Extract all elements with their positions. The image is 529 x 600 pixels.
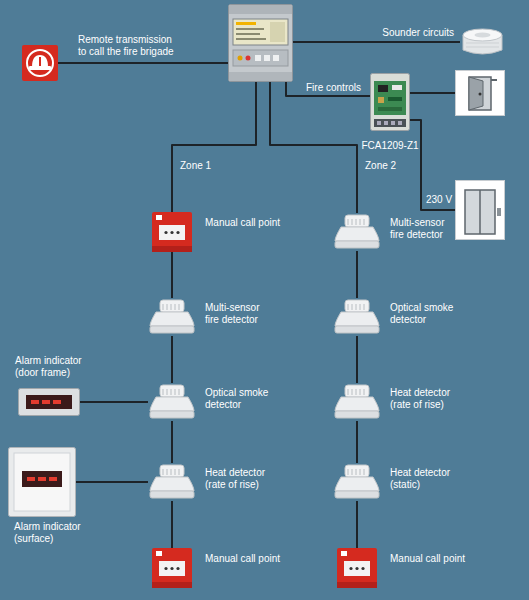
wire-label: Zone 2	[365, 160, 396, 172]
detector-node: Optical smoke detector	[333, 298, 381, 336]
wire-connector	[172, 82, 256, 212]
alarm-indicator-icon	[8, 447, 76, 517]
device-label: Multi-sensor fire detector	[390, 217, 458, 241]
control-panel	[228, 4, 293, 82]
wire-connector	[171, 421, 173, 463]
detector-icon	[148, 463, 196, 501]
detector-node: Optical smoke detector	[148, 383, 196, 421]
device-label: Optical smoke detector	[205, 387, 273, 411]
wire-label: Fire controls	[306, 82, 361, 94]
wire-connector	[270, 82, 357, 213]
sounder-node: Sounder circuits	[460, 25, 505, 59]
device-label: Remote transmission to call the fire bri…	[78, 34, 180, 58]
wire-connector	[76, 481, 148, 483]
detector-node: Multi-sensor fire detector	[333, 213, 381, 251]
detector-node: Heat detector (rate of rise)	[333, 383, 381, 421]
wire-connector	[171, 501, 173, 548]
device-label: Manual call point	[205, 217, 280, 229]
detector-icon	[333, 383, 381, 421]
device-label: Alarm indicator (door frame)	[15, 355, 97, 379]
device-label: Manual call point	[390, 553, 465, 565]
wire-label: 230 V	[426, 194, 452, 206]
alarm-indicator: Alarm indicator (door frame)	[18, 388, 80, 416]
detector-icon	[148, 383, 196, 421]
device-label: Heat detector (rate of rise)	[390, 387, 458, 411]
manual-call-point-icon	[337, 548, 377, 588]
sounder-icon	[460, 25, 505, 59]
device-label: Multi-sensor fire detector	[205, 302, 273, 326]
detector-icon	[333, 463, 381, 501]
device-label: FCA1209-Z1	[361, 140, 418, 152]
wire-connector	[356, 421, 358, 463]
wire-connector	[293, 41, 460, 43]
alarm-indicator-icon	[18, 388, 80, 416]
alarm-indicator: Alarm indicator (surface)	[8, 447, 76, 517]
wire-connector	[286, 82, 370, 96]
wire-connector	[356, 251, 358, 298]
wire-connector	[171, 336, 173, 383]
control-module-icon	[370, 73, 410, 131]
detector-node: Heat detector (rate of rise)	[148, 463, 196, 501]
manual-call-point: Manual call point	[152, 548, 192, 588]
wire-connector	[410, 120, 455, 210]
fire-brigade-icon	[22, 45, 58, 81]
detector-icon	[333, 298, 381, 336]
control-module-node: FCA1209-Z1	[370, 73, 410, 131]
detector-node: Multi-sensor fire detector	[148, 298, 196, 336]
wire-connector	[171, 252, 173, 298]
detector-icon	[148, 298, 196, 336]
device-label: Alarm indicator (surface)	[14, 521, 98, 545]
door-node	[455, 70, 505, 116]
wire-connector	[410, 92, 455, 94]
detector-node: Heat detector (static)	[333, 463, 381, 501]
manual-call-point: Manual call point	[152, 212, 192, 252]
door-icon	[455, 70, 505, 116]
wire-connector	[58, 62, 228, 64]
wire-connector	[356, 501, 358, 548]
wire-label: Zone 1	[180, 160, 211, 172]
device-label: Heat detector (static)	[390, 467, 458, 491]
device-label: Manual call point	[205, 553, 280, 565]
fire-brigade-node: Remote transmission to call the fire bri…	[22, 45, 58, 81]
manual-call-point-icon	[152, 212, 192, 252]
detector-icon	[333, 213, 381, 251]
control-panel-icon	[228, 4, 293, 82]
elevator-icon	[455, 180, 505, 240]
wire-connector	[356, 336, 358, 383]
manual-call-point: Manual call point	[337, 548, 377, 588]
device-label: Sounder circuits	[382, 27, 454, 39]
elevator-node	[455, 180, 505, 240]
device-label: Heat detector (rate of rise)	[205, 467, 273, 491]
manual-call-point-icon	[152, 548, 192, 588]
device-label: Optical smoke detector	[390, 302, 458, 326]
wire-connector	[80, 401, 148, 403]
